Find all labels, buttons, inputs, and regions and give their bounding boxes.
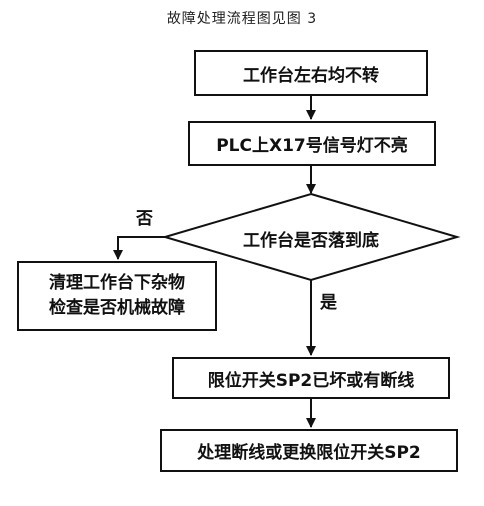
node-label: 处理断线或更换限位开关SP2: [197, 443, 421, 463]
node-clean-and-check: 清理工作台下杂物 检查是否机械故障: [17, 261, 217, 331]
decision-label: 工作台是否落到底: [165, 226, 457, 251]
node-label: PLC上X17号信号灯不亮: [216, 136, 408, 156]
edge-label-yes: 是: [320, 293, 337, 313]
edge-label-no: 否: [136, 209, 153, 229]
node-label-line1: 清理工作台下杂物: [49, 273, 185, 293]
node-fix-limit-switch: 处理断线或更换限位开关SP2: [160, 429, 458, 472]
node-label: 工作台左右均不转: [243, 65, 379, 86]
decision-text: 工作台是否落到底: [243, 231, 379, 251]
node-limit-switch-broken: 限位开关SP2已坏或有断线: [172, 357, 450, 399]
node-worktable-not-rotating: 工作台左右均不转: [194, 50, 428, 96]
node-plc-signal-off: PLC上X17号信号灯不亮: [188, 121, 436, 166]
node-label: 限位开关SP2已坏或有断线: [207, 370, 415, 391]
figure-caption: 故障处理流程图见图 3: [166, 11, 318, 27]
arrow-decision-no: [113, 236, 165, 260]
node-label-line2: 检查是否机械故障: [49, 298, 185, 318]
